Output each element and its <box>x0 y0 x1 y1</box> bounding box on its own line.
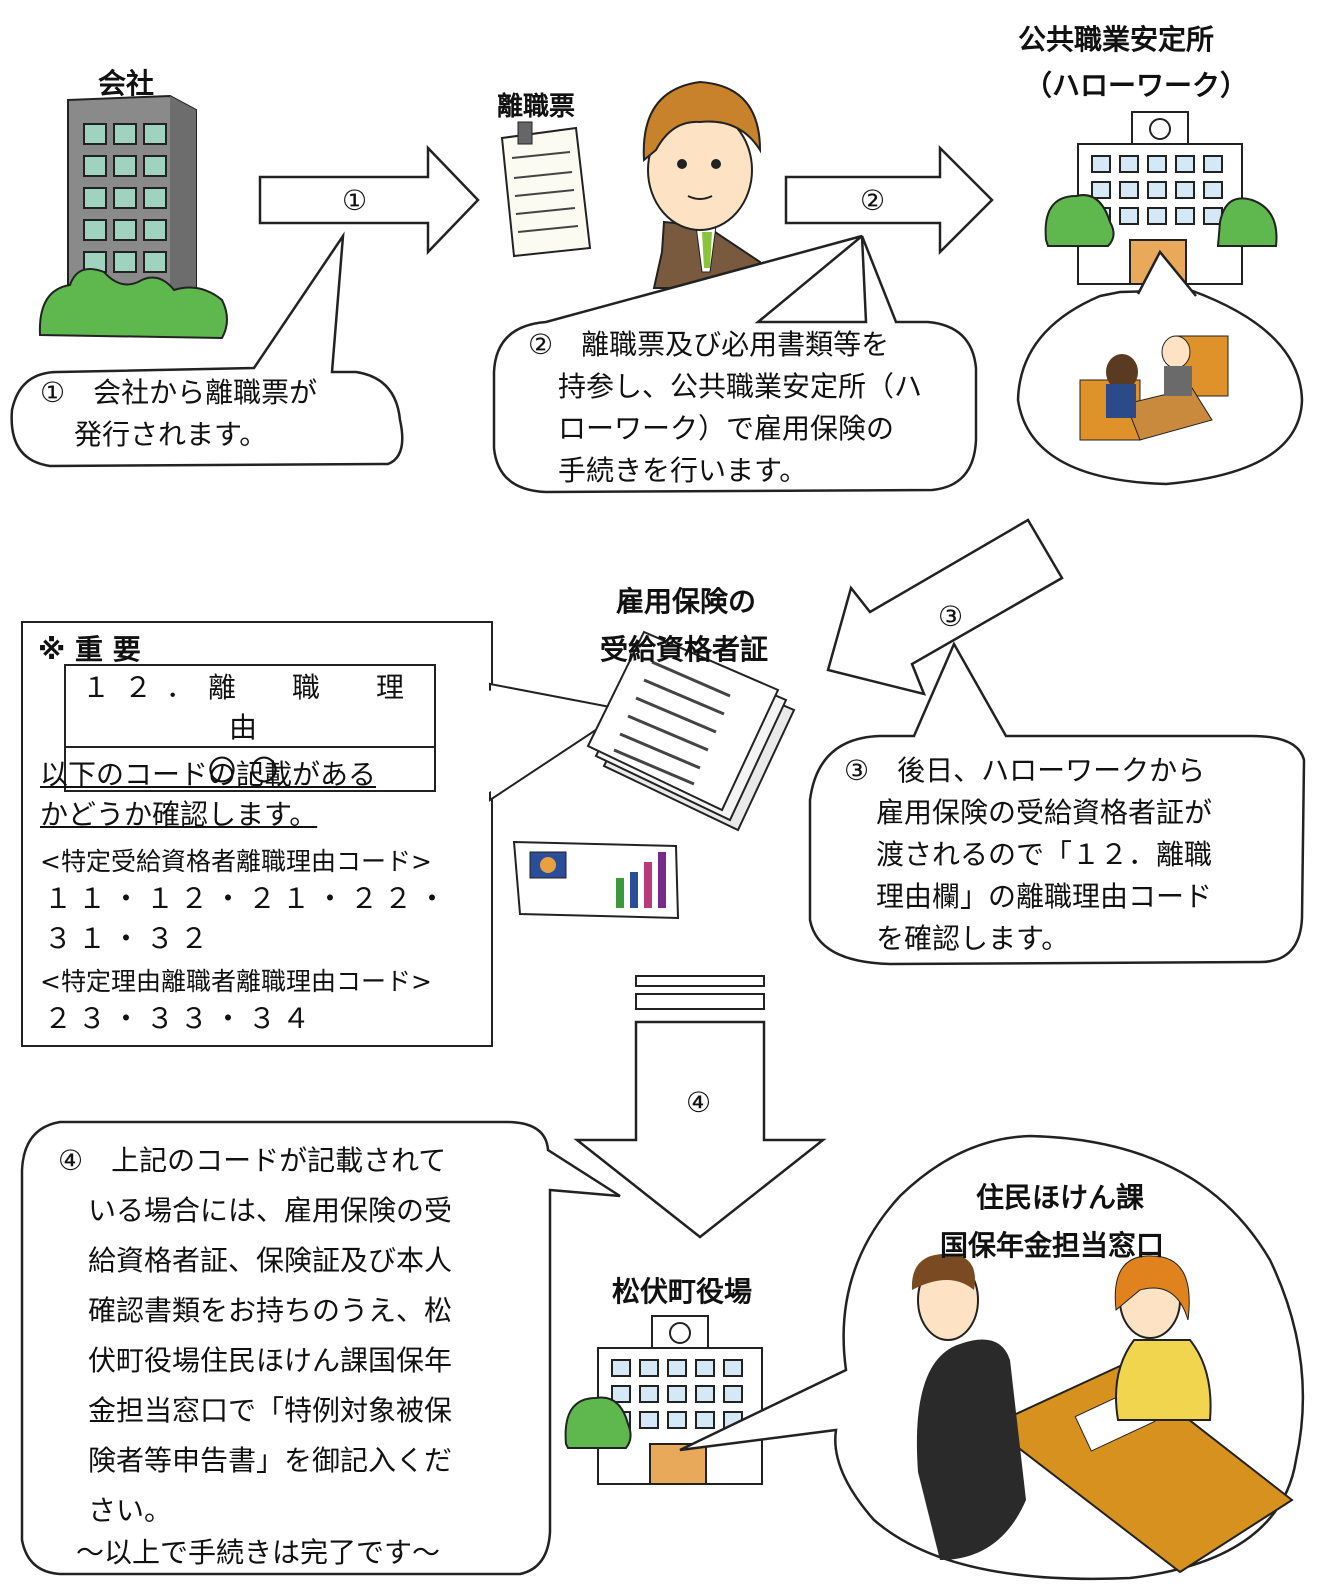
bubble-step1-shape <box>10 231 404 468</box>
counter-staff-illustration <box>911 1253 1294 1574</box>
bubble-step3-line5: を確認します。 <box>876 922 1070 955</box>
bubble-step2-line3: ローワーク）で雇用保険の <box>558 412 895 445</box>
bubble-step2-line4: 手続きを行います。 <box>558 454 808 487</box>
man-in-suit-illustration <box>642 80 770 289</box>
bubble-step4-line4: 確認書類をお持ちのうえ、松 <box>88 1294 453 1327</box>
arrow-step1 <box>258 144 480 256</box>
bubble-step4-line7: 険者等申告書」を御記入くだ <box>88 1444 453 1477</box>
counter-title-line1: 住民ほけん課 <box>976 1181 1145 1214</box>
arrow-step4-label: ④ <box>686 1086 712 1119</box>
hellowork-title-line1: 公共職業安定所 <box>1018 23 1215 56</box>
card-illustration <box>512 840 680 920</box>
bubble-step3-line2: 雇用保険の受給資格者証が <box>876 796 1213 829</box>
certificate-papers-illustration <box>586 630 796 832</box>
bubble-step4-line9: ～以上で手続きは完了です～ <box>76 1536 441 1569</box>
code-label-1: <特定受給資格者離職理由コード> <box>40 847 432 876</box>
important-heading: ※ 重 要 <box>38 633 141 666</box>
counter-title-line2: 国保年金担当窓口 <box>940 1229 1165 1262</box>
arrow-step4 <box>573 1020 827 1239</box>
bubble-step1-line2: 発行されます。 <box>74 418 268 451</box>
important-note-line1: 以下のコードの記載がある <box>40 758 377 791</box>
equals-bar-bottom <box>635 993 765 1010</box>
bubble-step4-line8: さい。 <box>88 1494 173 1527</box>
consultation-illustration <box>1079 335 1229 441</box>
bubble-step1-line1: ① 会社から離職票が <box>40 376 318 409</box>
reason-table-header: １２．離 職 理 由 <box>64 664 446 748</box>
code-label-2: <特定理由離職者離職理由コード> <box>40 967 432 996</box>
important-note-line2: かどうか確認します。 <box>40 798 318 831</box>
bubble-step2-shape <box>492 234 978 494</box>
arrow-step2 <box>784 144 994 256</box>
bubble-step4-line3: 給資格者証、保険証及び本人 <box>88 1244 453 1277</box>
bubble-step4-line5: 伏町役場住民ほけん課国保年 <box>88 1344 453 1377</box>
bubble-step4-shape <box>20 1120 621 1576</box>
bubble-step4-line6: 金担当窓口で「特例対象被保 <box>88 1394 453 1427</box>
company-building-illustration <box>38 94 228 340</box>
bubble-step2-line1: ② 離職票及び必用書類等を <box>528 328 890 361</box>
townhall-title: 松伏町役場 <box>612 1275 753 1308</box>
codes-1-line1: １１・１２・２１・２２・ <box>44 882 453 915</box>
arrow-step1-label: ① <box>342 184 368 217</box>
codes-2: ２３・３３・３４ <box>44 1002 317 1035</box>
arrow-step3 <box>826 518 1064 696</box>
bubble-step4-line1: ④ 上記のコードが記載されて <box>58 1144 447 1177</box>
reason-table-value: 〇〇 <box>64 746 436 792</box>
rishokuhyo-document-illustration <box>500 121 592 258</box>
townhall-building-illustration <box>564 1315 763 1485</box>
arrow-step3-label: ③ <box>938 600 964 633</box>
bubble-step3-line1: ③ 後日、ハローワークから <box>844 754 1206 787</box>
company-title: 会社 <box>98 67 155 100</box>
hellowork-consultation-bubble <box>1016 288 1304 486</box>
codes-1-line2: ３１・３２ <box>44 922 215 955</box>
reason-table: １２．離 職 理 由 〇〇 <box>64 664 446 792</box>
bubble-step4-line2: いる場合には、雇用保険の受 <box>88 1194 453 1227</box>
bubble-step3-line4: 理由欄」の離職理由コード <box>876 880 1213 913</box>
certificate-title-line2: 受給資格者証 <box>600 633 769 666</box>
equals-bar-top <box>635 975 765 987</box>
hellowork-title-line2: （ハローワーク） <box>1024 69 1249 102</box>
bubble-step2-line2: 持参し、公共職業安定所（ハ <box>558 370 923 403</box>
bubble-step3-line3: 渡されるので「１２．離職 <box>876 838 1213 871</box>
arrow-step2-label: ② <box>860 184 886 217</box>
bubble-step3-shape <box>808 641 1306 966</box>
certificate-title-line1: 雇用保険の <box>616 585 757 618</box>
rishokuhyo-title: 離職票 <box>497 92 576 122</box>
